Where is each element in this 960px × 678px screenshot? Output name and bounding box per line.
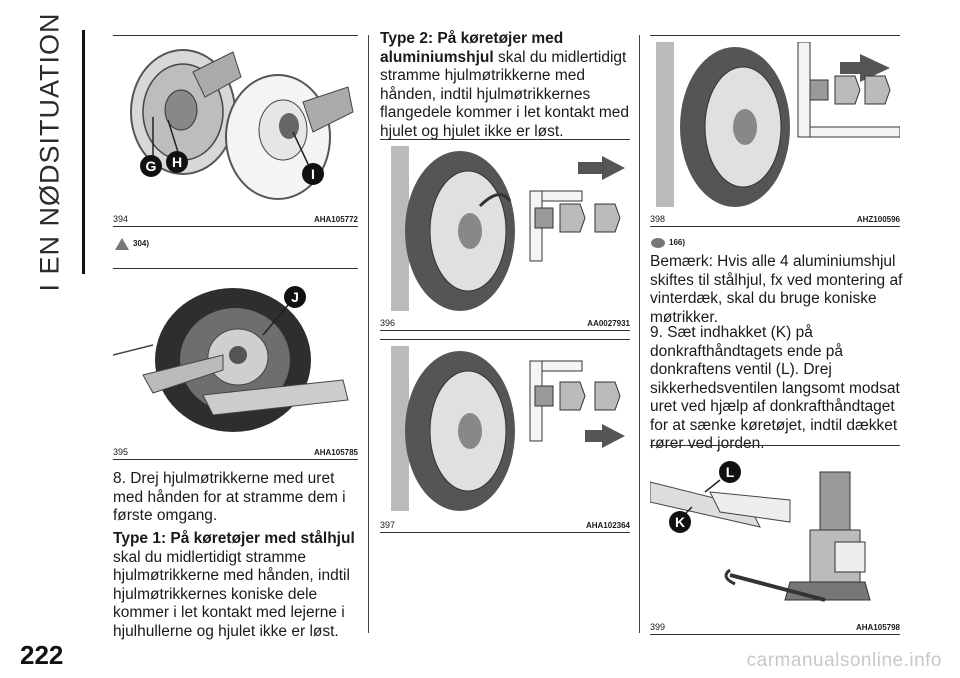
illustration-aluminium-wheel-nut: [391, 346, 625, 511]
callout-i: [302, 163, 324, 185]
illustration-steel-wheel-nut: [391, 146, 625, 311]
note-reference: 166): [651, 238, 685, 248]
section-bar: [82, 30, 85, 274]
column-divider: [368, 35, 369, 633]
section-title: I EN NØDSITUATION: [34, 12, 65, 292]
environment-leaf-icon: [651, 238, 665, 248]
figure-code: AHA105785: [313, 448, 358, 457]
callout-j: [284, 286, 306, 308]
figure-number: 398: [650, 214, 666, 224]
svg-text:H: H: [172, 154, 182, 170]
figure-code: AHA105772: [313, 215, 358, 224]
step-8: 8. Drej hjulmøtrikkerne med uret med hån…: [113, 470, 346, 524]
svg-text:L: L: [726, 464, 735, 480]
figure-398: 398 AHZ100596: [650, 35, 900, 227]
type-2-body: skal du midlertidigt stramme hjulmøtrikk…: [380, 48, 629, 140]
warning-triangle-icon: [115, 238, 129, 250]
svg-text:K: K: [675, 514, 685, 530]
step-9: 9. Sæt indhakket (K) på donkrafthåndtage…: [650, 324, 900, 452]
callout-h: [166, 151, 188, 173]
figure-code: AHZ100596: [856, 215, 900, 224]
figure-394: G H I 394 AHA105772: [113, 35, 358, 227]
figure-code: AHA102364: [585, 521, 630, 530]
type-1-heading: Type 1: På køretøjer med stålhjul: [113, 530, 355, 547]
figure-number: 396: [380, 318, 396, 328]
illustration-jack-valve: L K: [650, 461, 871, 602]
type-2-paragraph: Type 2: På køretøjer med aluminiumshjul …: [380, 30, 632, 141]
page-number: 222: [20, 640, 64, 670]
callout-k: [669, 511, 691, 533]
figure-number: 395: [113, 447, 129, 457]
figure-number: 394: [113, 214, 129, 224]
figure-number: 399: [650, 622, 666, 632]
callout-g: [140, 155, 162, 177]
figure-396: 396 AA0027931: [380, 139, 630, 331]
watermark: carmanualsonline.info: [746, 650, 942, 671]
svg-text:I: I: [311, 166, 315, 182]
svg-text:J: J: [291, 289, 299, 305]
note-paragraph: Bemærk: Hvis alle 4 aluminiumshjul skift…: [650, 253, 903, 326]
type-1-body: skal du midlertidigt stramme hjulmøtrikk…: [113, 548, 350, 640]
figure-399: L K 399 AHA105798: [650, 445, 900, 635]
figure-395: J 395 AHA105785: [113, 268, 358, 460]
figure-code: AHA105798: [855, 623, 900, 632]
warning-reference: 304): [115, 238, 149, 250]
svg-text:G: G: [146, 158, 157, 174]
illustration-spare-wheel-mount: J: [113, 286, 349, 432]
figure-397: 397 AHA102364: [380, 339, 630, 533]
illustration-wheel-hub-removal: G H I: [130, 49, 354, 200]
type-1-paragraph: Type 1: På køretøjer med stålhjul skal d…: [113, 530, 361, 641]
figure-number: 397: [380, 520, 396, 530]
column-divider: [639, 35, 640, 633]
callout-l: [719, 461, 741, 483]
illustration-conical-nut: [656, 42, 900, 207]
figure-code: AA0027931: [587, 319, 630, 328]
type-2-heading: Type 2: På køretøjer med aluminiumshjul: [380, 30, 564, 66]
